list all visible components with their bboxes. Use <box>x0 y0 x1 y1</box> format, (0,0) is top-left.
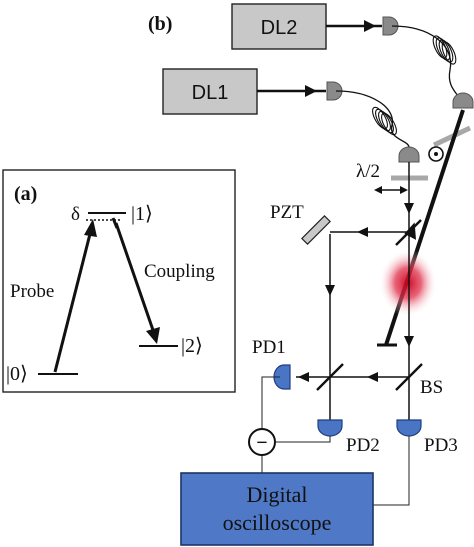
dl1-fiber-coil <box>372 106 397 136</box>
coupling-arrow <box>114 222 156 334</box>
oscilloscope-label-line-2: oscilloscope <box>223 510 332 535</box>
pd1-label: PD1 <box>252 337 286 358</box>
pd2-wire <box>276 436 331 443</box>
panel-b-label: (b) <box>148 13 172 35</box>
digital-oscilloscope-box <box>180 472 374 546</box>
panel-a-energy-levels: (a) δ |1⟩ |2⟩ |0⟩ Probe Coupling <box>2 169 236 393</box>
dl2-fiber-coupler <box>382 16 399 36</box>
laser-dl1-label: DL1 <box>192 82 229 104</box>
beamsplitter-bs <box>395 363 423 391</box>
laser-dl2-box <box>231 3 327 50</box>
pd2-detector <box>317 419 343 437</box>
dl1-fiber-coupler <box>326 81 343 101</box>
pd3-label: PD3 <box>424 435 458 456</box>
panel-b-setup: (b) DL2 DL1 <box>148 3 474 546</box>
polarization-dot <box>434 152 438 156</box>
panel-a-frame <box>2 169 236 393</box>
delta-label: δ <box>71 204 80 225</box>
probe-arrow <box>53 229 93 373</box>
probe-beam-arrow-2 <box>404 336 414 347</box>
lower-beam-arrow-1 <box>367 372 378 382</box>
lower-beam-arrow-2 <box>298 372 309 382</box>
dl1-fiber <box>335 90 410 149</box>
polarization-arrow-left <box>374 186 382 194</box>
subtractor-circle <box>248 428 276 456</box>
state-1-label: |1⟩ <box>131 203 153 225</box>
half-wave-plate-label: λ/2 <box>356 161 380 182</box>
dl2-fiber <box>391 25 463 106</box>
pd1-detector <box>273 364 291 390</box>
coupling-polarizer-plate <box>432 125 472 148</box>
pd1-wire <box>261 376 280 430</box>
state-0-label: |0⟩ <box>6 363 28 385</box>
dl2-fiber-coil <box>432 35 457 65</box>
coupling-arrowhead <box>146 327 160 344</box>
pd2-label: PD2 <box>346 435 380 456</box>
beamsplitter-left <box>316 363 344 391</box>
probe-label: Probe <box>10 281 54 302</box>
panel-a-label: (a) <box>14 183 37 205</box>
dl1-beam-arrow <box>305 85 317 97</box>
coupling-arrow-tail-head <box>111 217 119 229</box>
vapor-cell-glow <box>379 249 437 317</box>
pzt-label: PZT <box>270 202 304 223</box>
dl2-collimator <box>452 92 474 109</box>
dl1-collimator <box>398 146 420 163</box>
pd3-wire <box>373 436 410 506</box>
subtractor-sign: − <box>256 432 267 454</box>
polarization-arrow-right <box>400 186 408 194</box>
bs-label: BS <box>420 377 443 398</box>
reference-arm-arrow <box>325 285 335 296</box>
probe-to-pzt-arrow <box>357 227 368 237</box>
probe-arrowhead <box>84 219 97 237</box>
oscilloscope-label-line-1: Digital <box>246 482 307 507</box>
pd3-detector <box>396 419 422 437</box>
coupling-label: Coupling <box>144 261 215 282</box>
pzt-mirror <box>301 215 331 245</box>
dl2-beam-arrow <box>364 20 376 32</box>
laser-dl2-label: DL2 <box>261 17 298 39</box>
probe-beam-arrow-1 <box>404 203 414 214</box>
state-2-label: |2⟩ <box>181 335 203 357</box>
